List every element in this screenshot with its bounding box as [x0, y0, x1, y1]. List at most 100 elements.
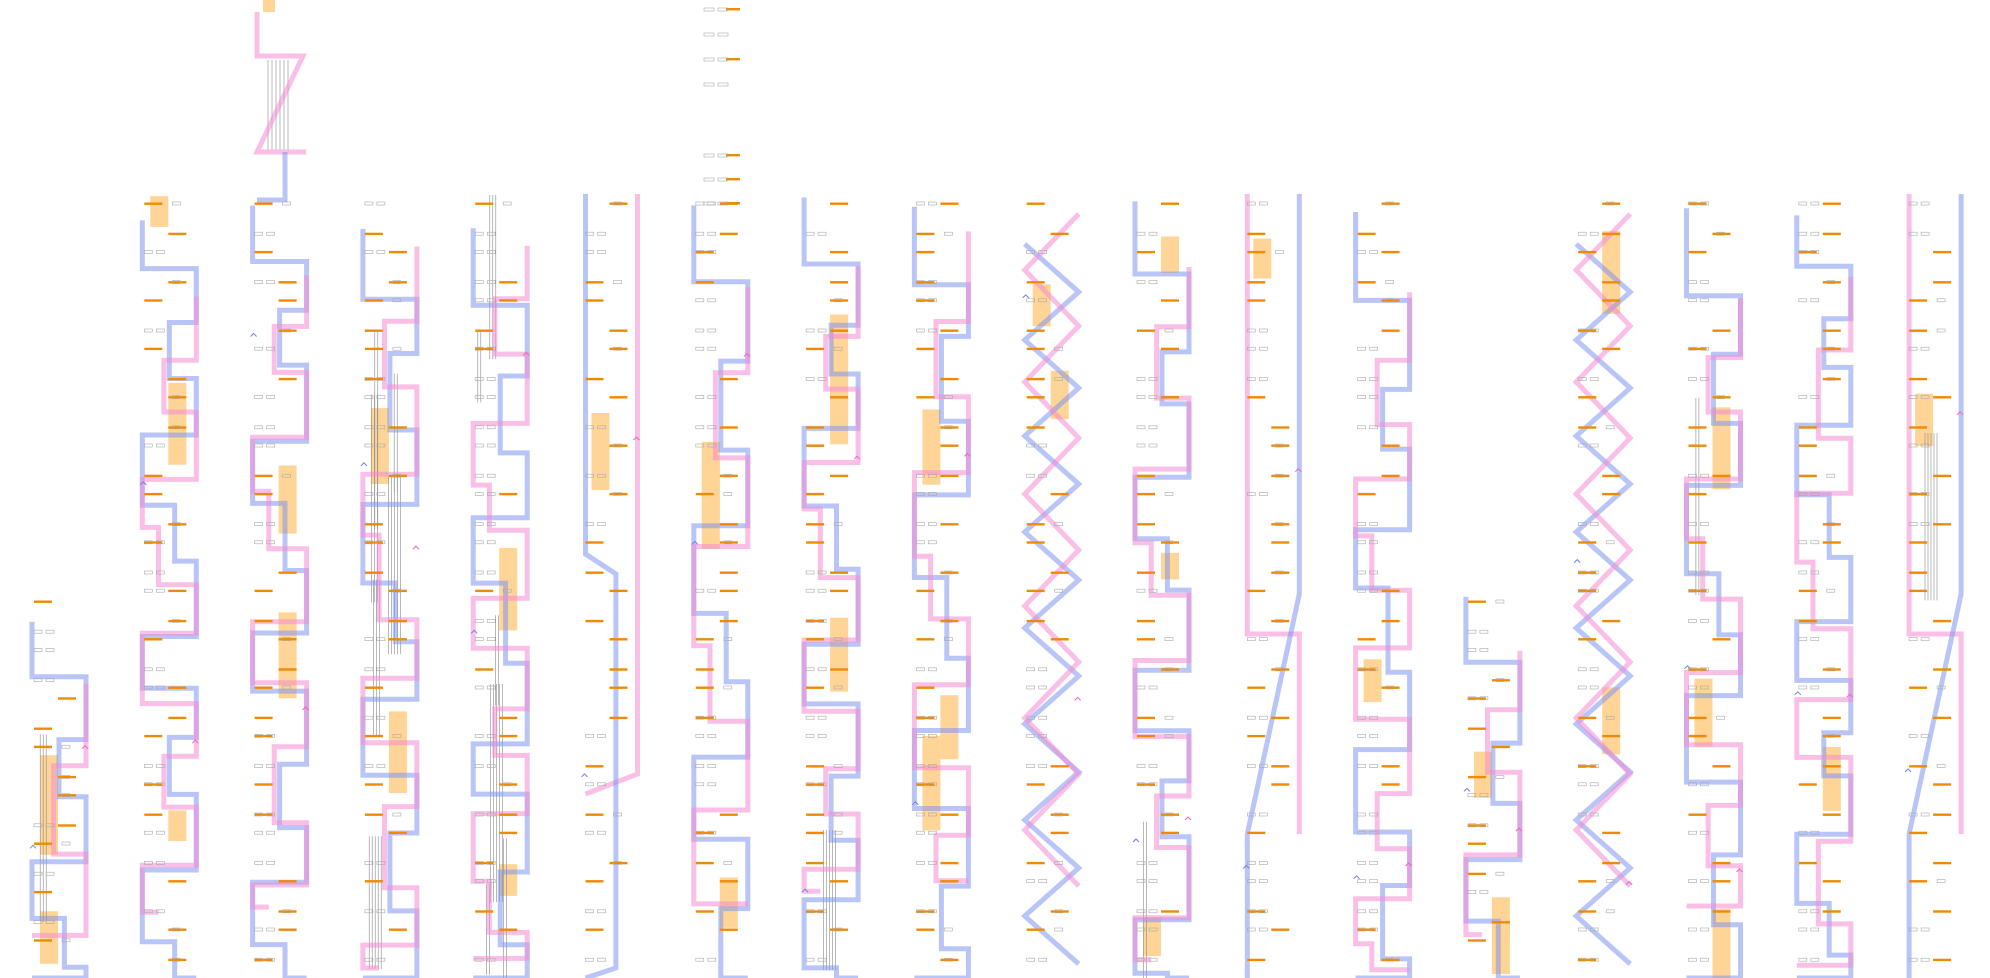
- small-box: [695, 734, 705, 738]
- highlight-block: [701, 461, 720, 549]
- small-box: [928, 909, 937, 914]
- small-box: [817, 619, 827, 623]
- small-box: [944, 927, 953, 932]
- small-box: [916, 764, 925, 768]
- orange-tick: [609, 492, 628, 496]
- start-marker: [1684, 665, 1691, 670]
- small-box: [1479, 823, 1489, 828]
- small-box: [916, 280, 925, 284]
- small-box: [707, 425, 717, 430]
- small-box: [723, 492, 733, 496]
- small-box: [1798, 570, 1808, 575]
- blue-path: [1353, 212, 1413, 978]
- orange-tick: [278, 329, 297, 332]
- small-box: [486, 522, 496, 526]
- start-marker: [139, 481, 147, 486]
- small-box: [944, 395, 953, 399]
- orange-tick: [475, 589, 494, 593]
- small-box: [1810, 231, 1820, 236]
- orange-tick: [1357, 668, 1376, 671]
- small-box: [254, 443, 263, 448]
- small-box: [376, 909, 386, 914]
- small-box: [474, 957, 484, 962]
- pink-path: [1684, 298, 1743, 909]
- small-box: [1810, 830, 1820, 835]
- highlight-block: [150, 196, 169, 227]
- orange-tick: [1381, 329, 1400, 332]
- orange-tick: [585, 571, 604, 574]
- orange-tick: [609, 347, 628, 351]
- small-box: [1385, 957, 1394, 962]
- small-box: [1589, 812, 1599, 817]
- small-box: [1259, 492, 1268, 496]
- small-box: [707, 957, 717, 962]
- small-box: [1385, 685, 1394, 690]
- small-box: [364, 909, 374, 914]
- small-box: [1369, 667, 1378, 672]
- small-box: [376, 861, 386, 865]
- end-marker: [964, 452, 971, 457]
- small-box: [817, 715, 827, 720]
- orange-tick: [1822, 668, 1841, 671]
- small-box: [1495, 775, 1505, 779]
- start-marker: [691, 540, 699, 545]
- small-box: [364, 667, 374, 672]
- orange-tick: [806, 686, 825, 689]
- orange-tick: [695, 638, 714, 641]
- orange-tick: [388, 638, 407, 641]
- blue-path: [360, 228, 420, 978]
- small-box: [1589, 764, 1599, 768]
- orange-tick: [475, 202, 494, 205]
- pink-path: [250, 275, 310, 910]
- small-box: [1164, 812, 1174, 817]
- orange-tick: [1909, 426, 1928, 429]
- small-box: [805, 231, 815, 236]
- orange-tick: [1909, 686, 1928, 689]
- orange-tick: [916, 396, 935, 399]
- pink-path: [911, 231, 971, 884]
- small-box: [376, 957, 386, 962]
- small-box: [695, 250, 705, 254]
- orange-tick: [1688, 444, 1707, 447]
- small-box: [282, 685, 291, 690]
- small-box: [1908, 231, 1918, 236]
- end-marker: [412, 545, 420, 550]
- small-box: [1164, 492, 1174, 496]
- small-box: [707, 764, 717, 768]
- small-box: [474, 685, 484, 690]
- orange-tick: [940, 523, 959, 526]
- orange-tick: [1137, 492, 1155, 496]
- orange-tick: [168, 377, 187, 381]
- small-box: [1164, 637, 1174, 641]
- orange-tick: [1467, 727, 1486, 730]
- orange-tick: [1578, 426, 1597, 429]
- orange-tick: [916, 589, 935, 593]
- orange-tick: [1050, 492, 1069, 496]
- orange-tick: [695, 831, 714, 835]
- orange-tick: [806, 765, 825, 768]
- orange-tick: [1050, 765, 1069, 768]
- small-box: [1247, 377, 1256, 381]
- orange-tick: [1357, 928, 1376, 931]
- small-box: [1148, 782, 1158, 787]
- orange-tick: [1491, 745, 1510, 749]
- orange-tick: [1271, 523, 1290, 526]
- small-box: [266, 280, 275, 284]
- small-box: [707, 395, 717, 399]
- small-box: [474, 250, 484, 254]
- small-box: [944, 619, 953, 623]
- small-box: [474, 473, 484, 478]
- small-box: [1038, 298, 1047, 303]
- small-box: [1798, 395, 1808, 399]
- orange-tick: [916, 928, 935, 931]
- small-box: [486, 231, 496, 236]
- small-box: [1605, 201, 1615, 206]
- orange-tick: [585, 299, 604, 302]
- small-box: [254, 346, 263, 351]
- highlight-block: [1822, 746, 1841, 811]
- orange-tick: [1467, 775, 1486, 779]
- orange-tick: [499, 281, 518, 284]
- small-box: [172, 201, 181, 206]
- orange-tick: [1137, 783, 1155, 786]
- small-box: [266, 957, 275, 962]
